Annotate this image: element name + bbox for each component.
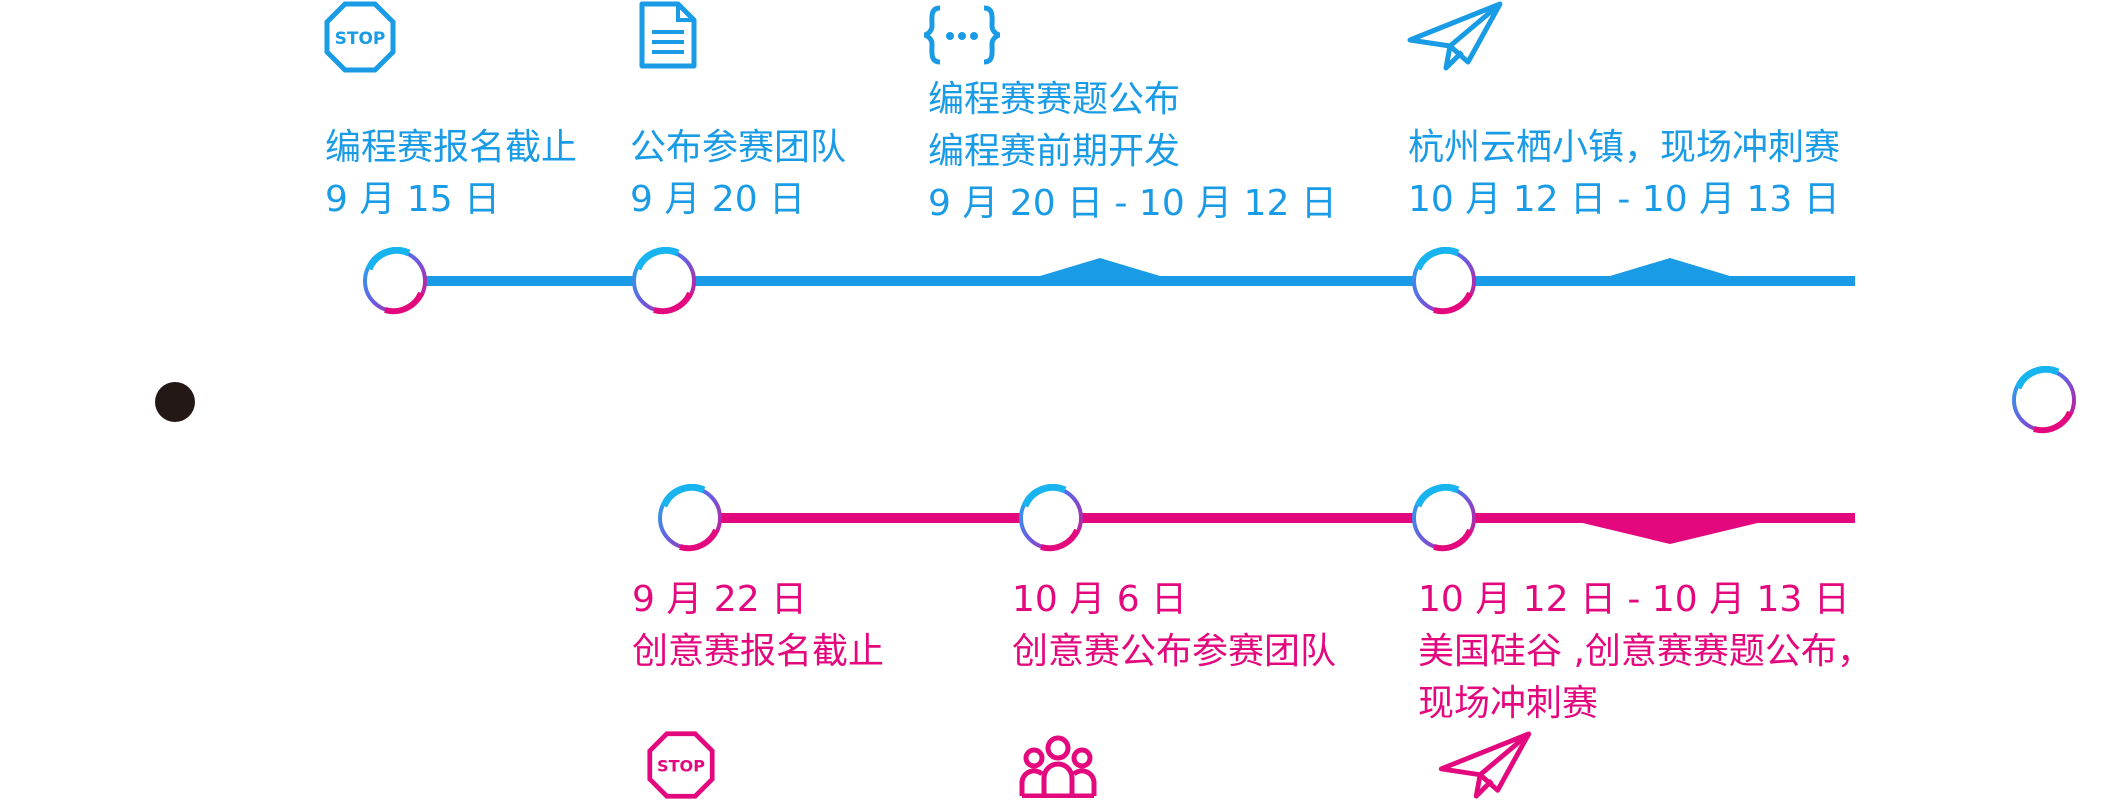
document-icon xyxy=(639,1,697,69)
bottom-node-3 xyxy=(1412,484,1476,552)
bottom-event-3-line-1: 10 月 12 日 - 10 月 13 日 xyxy=(1418,579,1850,620)
bottom-event-3-line-2: 美国硅谷 ,创意赛赛题公布， xyxy=(1418,631,1873,672)
stop-sign-icon: STOP xyxy=(324,1,396,73)
bottom-track-line xyxy=(690,513,1855,523)
top-event-2-label: 公布参赛团队 9 月 20 日 xyxy=(630,122,846,226)
top-event-3-line-3: 9 月 20 日 - 10 月 12 日 xyxy=(928,183,1337,224)
top-event-1-line-1: 编程赛报名截止 xyxy=(325,127,578,168)
bottom-node-1 xyxy=(658,484,722,552)
bottom-event-2-line-2: 创意赛公布参赛团队 xyxy=(1012,631,1337,672)
bottom-event-3-label: 10 月 12 日 - 10 月 13 日 美国硅谷 ,创意赛赛题公布， 现场冲… xyxy=(1418,574,1873,730)
bottom-event-3-line-3: 现场冲刺赛 xyxy=(1418,683,1599,724)
top-event-1-line-2: 9 月 15 日 xyxy=(325,179,501,220)
team-icon xyxy=(1019,735,1097,798)
end-node xyxy=(2012,366,2076,434)
bottom-node-2 xyxy=(1019,484,1083,552)
paper-plane-icon xyxy=(1438,731,1532,799)
top-event-3-line-2: 编程赛前期开发 xyxy=(928,131,1181,172)
top-track-bump-2 xyxy=(1590,258,1750,282)
top-event-4-line-1: 杭州云栖小镇，现场冲刺赛 xyxy=(1408,127,1841,168)
top-event-1-label: 编程赛报名截止 9 月 15 日 xyxy=(325,122,577,226)
top-event-3-label: 编程赛赛题公布 编程赛前期开发 9 月 20 日 - 10 月 12 日 xyxy=(928,74,1337,230)
top-event-2-line-1: 公布参赛团队 xyxy=(630,127,847,168)
top-track-bump-1 xyxy=(1020,258,1180,282)
bottom-event-2-line-1: 10 月 6 日 xyxy=(1012,579,1188,620)
top-event-2-line-2: 9 月 20 日 xyxy=(630,179,806,220)
bottom-event-2-label: 10 月 6 日 创意赛公布参赛团队 xyxy=(1012,574,1336,678)
stop-sign-icon: STOP xyxy=(647,731,715,799)
bottom-event-1-label: 9 月 22 日 创意赛报名截止 xyxy=(632,574,884,678)
top-node-2 xyxy=(632,247,696,315)
top-node-1 xyxy=(363,247,427,315)
bottom-event-1-line-2: 创意赛报名截止 xyxy=(632,631,885,672)
svg-text:STOP: STOP xyxy=(335,29,386,49)
bottom-track-bump xyxy=(1570,520,1770,544)
start-dot xyxy=(155,382,195,422)
bottom-event-1-line-1: 9 月 22 日 xyxy=(632,579,808,620)
paper-plane-icon xyxy=(1407,1,1503,71)
top-node-3 xyxy=(1412,247,1476,315)
code-braces-icon xyxy=(923,5,1001,65)
top-event-4-label: 杭州云栖小镇，现场冲刺赛 10 月 12 日 - 10 月 13 日 xyxy=(1408,122,1840,226)
svg-text:STOP: STOP xyxy=(657,757,705,776)
top-event-4-line-2: 10 月 12 日 - 10 月 13 日 xyxy=(1408,179,1840,220)
top-event-3-line-1: 编程赛赛题公布 xyxy=(928,79,1181,120)
